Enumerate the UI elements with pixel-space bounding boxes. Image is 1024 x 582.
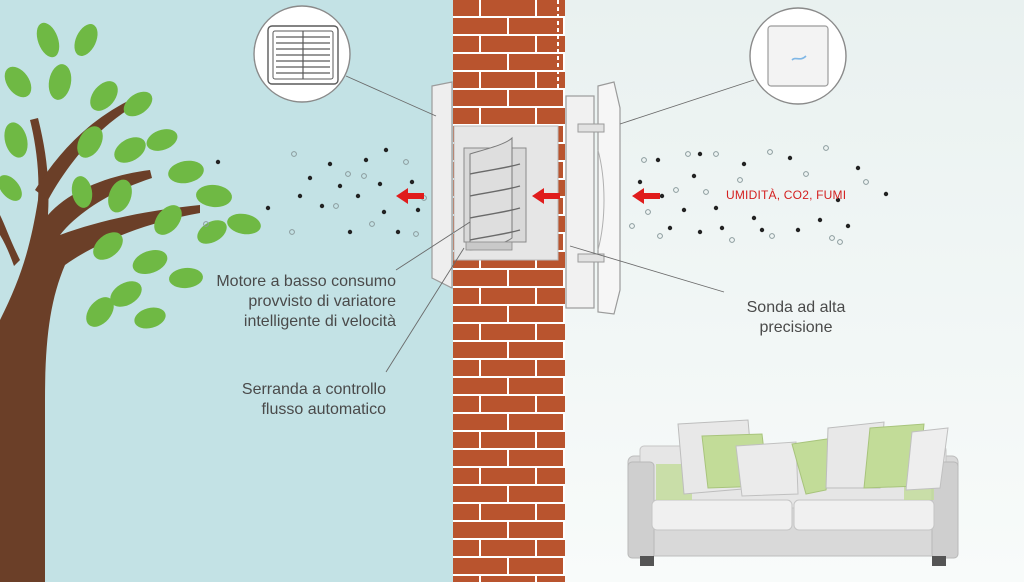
outdoor-particles-light: [203, 151, 427, 237]
sofa: [627, 419, 959, 566]
motor-label-line-1: Motore a basso consumo: [216, 273, 396, 290]
probe-label-line-2: precisione: [759, 319, 833, 336]
vent-grille-icon: [253, 5, 351, 103]
damper-flaps: [463, 136, 527, 251]
pollutants-label: UMIDITÀ, CO2, FUMI: [726, 188, 847, 202]
left-arrow-icon: [632, 188, 660, 204]
probe-panel-icon: [749, 7, 847, 105]
brick-wall: [453, 0, 565, 582]
motor-label: Motore a basso consumo provvisto di vari…: [176, 272, 396, 332]
motor-label-line-2: provvisto di variatore: [248, 293, 396, 310]
outdoor-particles: [215, 147, 421, 235]
left-arrow-icon: [396, 188, 424, 204]
damper-label: Serranda a controllo flusso automatico: [186, 380, 386, 420]
indoor-particles-light: [629, 145, 869, 245]
indoor-particles: [533, 151, 889, 235]
damper-label-line-2: flusso automatico: [261, 401, 386, 418]
tree: [0, 22, 261, 582]
airflow-arrows: [396, 188, 660, 204]
left-arrow-icon: [532, 188, 560, 204]
probe-label-line-1: Sonda ad alta: [746, 299, 846, 316]
indoor-panel: [565, 81, 621, 315]
motor-label-line-3: intelligente di velocità: [243, 313, 396, 330]
outer-grille-plate: [431, 81, 453, 289]
probe-label: Sonda ad alta precisione: [706, 298, 886, 338]
damper-label-line-1: Serranda a controllo: [241, 381, 386, 398]
callout-lines: [345, 75, 755, 373]
outdoor-background: [0, 0, 455, 582]
